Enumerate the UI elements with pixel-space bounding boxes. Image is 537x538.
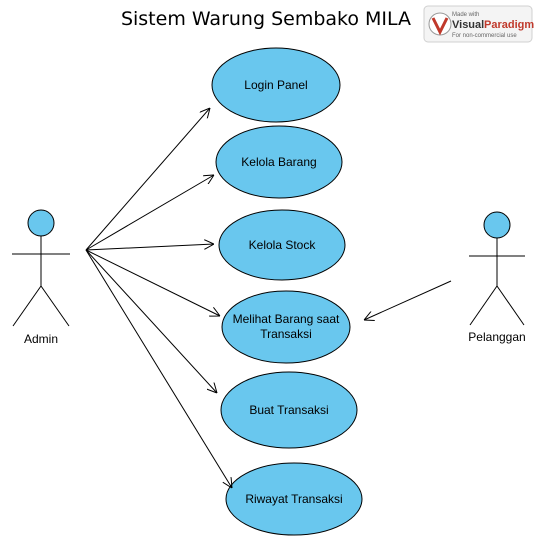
use-case-kelola-barang[interactable]: Kelola Barang (215, 125, 343, 199)
watermark-top: Made with (452, 12, 479, 18)
login-panel-label: Login Panel (244, 78, 307, 92)
melihat-barang-label-line1: Melihat Barang saat (233, 312, 340, 326)
assoc-admin-login[interactable] (85, 108, 210, 251)
kelola-stock-label: Kelola Stock (249, 238, 317, 252)
assoc-admin-kelola-barang[interactable] (85, 175, 214, 251)
assoc-admin-riwayat-transaksi[interactable] (85, 249, 232, 488)
watermark-bottom: For non-commercial use (452, 33, 517, 39)
admin-head (27, 209, 55, 237)
use-case-buat-transaksi[interactable]: Buat Transaksi (220, 371, 358, 449)
pelanggan-label: Pelanggan (468, 330, 525, 344)
admin-label: Admin (24, 332, 58, 346)
actor-admin[interactable]: Admin (12, 209, 70, 346)
buat-transaksi-label: Buat Transaksi (249, 403, 328, 417)
assoc-pelanggan-melihat-barang[interactable] (364, 280, 452, 320)
visual-paradigm-watermark: Made with Visual Paradigm For non-commer… (423, 5, 534, 43)
assoc-admin-kelola-stock[interactable] (85, 244, 214, 251)
pelanggan-head (483, 211, 511, 239)
use-case-melihat-barang[interactable]: Melihat Barang saat Transaksi (221, 290, 351, 364)
watermark-brand-left: Visual (452, 19, 484, 31)
visual-paradigm-logo-icon (428, 12, 452, 36)
admin-associations (85, 108, 232, 488)
assoc-admin-buat-transaksi[interactable] (85, 249, 217, 393)
watermark-brand-right: Paradigm (484, 19, 534, 31)
riwayat-transaksi-label: Riwayat Transaksi (245, 492, 342, 506)
use-case-login-panel[interactable]: Login Panel (211, 47, 341, 123)
assoc-admin-melihat-barang[interactable] (85, 249, 220, 316)
use-case-riwayat-transaksi[interactable]: Riwayat Transaksi (225, 462, 363, 536)
melihat-barang-label-line2: Transaksi (260, 327, 312, 341)
diagram-title: Sistem Warung Sembako MILA (121, 8, 411, 30)
actor-pelanggan[interactable]: Pelanggan (468, 211, 526, 344)
use-case-kelola-stock[interactable]: Kelola Stock (218, 209, 346, 281)
kelola-barang-label: Kelola Barang (241, 155, 316, 169)
